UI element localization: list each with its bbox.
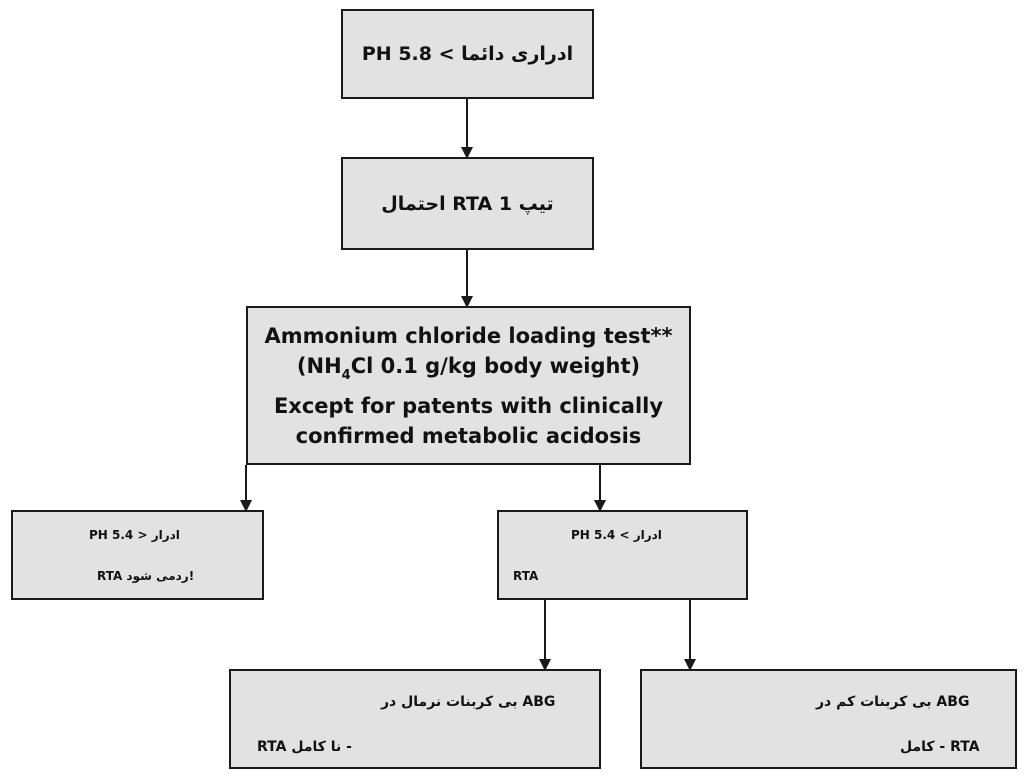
nh4cl-test-box: Ammonium chloride loading test** (NH4Cl … xyxy=(246,306,691,465)
low-bicarb-line1: بی کربنات کم در ABG xyxy=(816,694,970,710)
urine-ph-text: PH ادراری دائما > 5.8 xyxy=(361,43,574,65)
rta-type1-box: احتمال RTA تیپ 1 xyxy=(341,157,594,250)
left-result-line1: PH ادرار < 5.4 xyxy=(89,528,180,542)
nh4cl-line1: Ammonium chloride loading test** xyxy=(264,323,673,348)
normal-bicarb-line1: بی کربنات نرمال در ABG xyxy=(381,694,556,710)
left-result-box: PH ادرار < 5.4 RTA ردمی شود! xyxy=(11,510,264,600)
normal-bicarb-line2: RTA نا کامل - xyxy=(257,739,352,755)
rta-type1-text: احتمال RTA تیپ 1 xyxy=(381,192,554,215)
right-result-line2: RTA xyxy=(513,569,539,583)
nh4cl-line4: confirmed metabolic acidosis xyxy=(295,423,642,448)
right-result-box: PH ادرار > 5.4 RTA xyxy=(497,510,748,600)
low-bicarb-line2: کامل - RTA xyxy=(900,739,980,755)
left-result-line2: RTA ردمی شود! xyxy=(97,569,195,583)
normal-bicarb-box: بی کربنات نرمال در ABG RTA نا کامل - xyxy=(229,669,601,769)
nh4cl-test-text: Ammonium chloride loading test** (NH4Cl … xyxy=(264,321,672,451)
right-result-line1: PH ادرار > 5.4 xyxy=(571,528,662,542)
nh4cl-line3: Except for patents with clinically xyxy=(273,393,664,418)
urine-ph-box: PH ادراری دائما > 5.8 xyxy=(341,9,594,99)
low-bicarb-box: بی کربنات کم در ABG کامل - RTA xyxy=(640,669,1017,769)
nh4cl-line2: (NH4Cl 0.1 g/kg body weight) xyxy=(296,353,641,383)
